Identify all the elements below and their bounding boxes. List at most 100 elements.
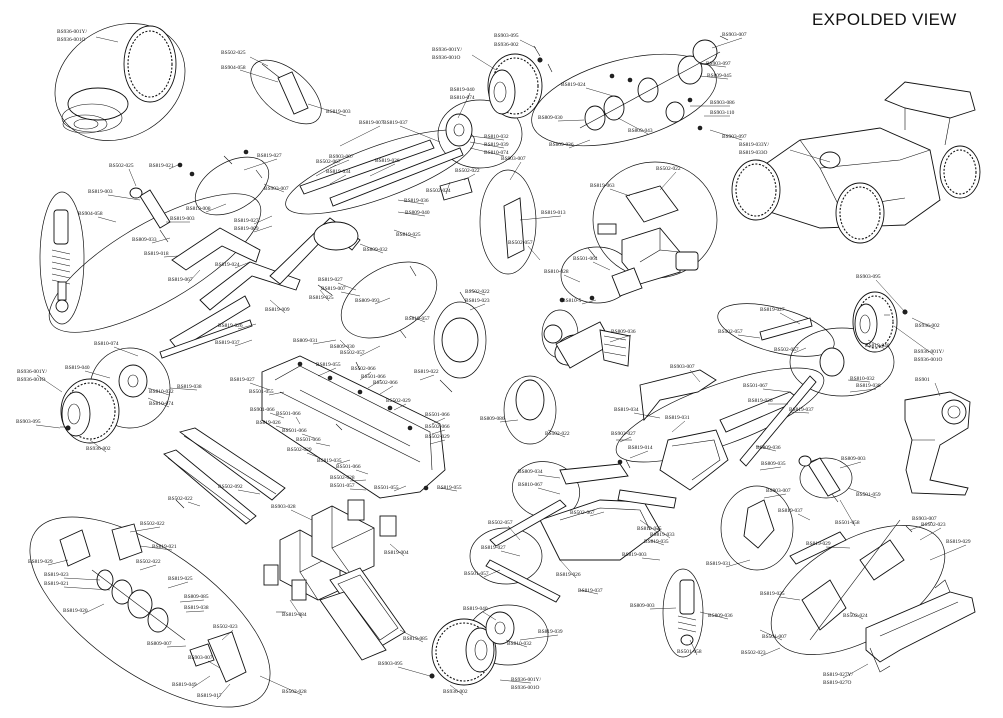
part-label: BS819-027 <box>760 307 785 313</box>
part-label: BS936-001Y/ <box>914 349 944 355</box>
part-label: BS936-002 <box>494 42 519 48</box>
part-label: BS903-028 <box>271 504 296 510</box>
part-label: BS809-040 <box>405 210 430 216</box>
assembled-buggy <box>731 81 981 244</box>
part-label: BS819-025 <box>396 232 421 238</box>
part-label: BS936-001Y/ <box>511 677 541 683</box>
part-label: BS819-026 <box>375 158 400 164</box>
part-label: BS819-008 <box>186 206 211 212</box>
shock-left <box>51 209 71 313</box>
part-label: BS809-043 <box>628 128 653 134</box>
part-label: BS502-022 <box>140 521 165 527</box>
part-label: BS819-055 <box>437 485 462 491</box>
servo-steering <box>439 177 545 421</box>
part-label: BS903-095 <box>494 33 519 39</box>
part-label: BS819-038 <box>184 605 209 611</box>
part-label: BS819-039 <box>484 142 509 148</box>
part-label: BS501-066 <box>276 411 301 417</box>
tire-top-center <box>487 53 543 119</box>
part-label: BS901 <box>915 377 930 383</box>
tire-right-middle <box>852 291 898 353</box>
part-label: BS819-035 <box>644 539 669 545</box>
part-label: BS819-036 <box>404 198 429 204</box>
part-label: BS810-032 <box>484 134 509 140</box>
part-label: BS819-031 <box>706 561 731 567</box>
part-label: BS819-039 <box>538 629 563 635</box>
part-label: BS502-025 <box>221 50 246 56</box>
part-label: BS501-066 <box>296 437 321 443</box>
part-label: BS501-057 <box>330 483 355 489</box>
part-label: BS819-024 <box>561 82 586 88</box>
part-label: BS810-074 <box>484 150 509 156</box>
part-label: BS810-074 <box>94 341 119 347</box>
part-label: BS903-086 <box>710 100 735 106</box>
part-label: BS819-004 <box>384 550 409 556</box>
tire-left-middle <box>60 378 120 444</box>
part-label: BS819-027Y/ <box>823 672 853 678</box>
part-label: BS819-040 <box>463 606 488 612</box>
part-label: BS936-001Y/ <box>57 29 87 35</box>
part-label: BS501-055 <box>374 485 399 491</box>
part-label: BS903-095 <box>856 274 881 280</box>
part-label: BS502-092 <box>218 484 243 490</box>
part-label: BS903-007 <box>766 488 791 494</box>
part-label: BS501-058 <box>835 520 860 526</box>
part-label: BS501-057 <box>464 571 489 577</box>
part-label: BS819-067 <box>168 277 193 283</box>
group-outlines <box>29 23 946 708</box>
part-label: BS502-057 <box>508 240 533 246</box>
part-label: BS819-029 <box>28 559 53 565</box>
part-label: BS809-036 <box>549 142 574 148</box>
right-linkage-cluster <box>743 499 905 641</box>
part-label: BS810-032 <box>850 376 875 382</box>
part-label: BS819-003 <box>170 216 195 222</box>
part-label: BS903-007 <box>264 186 289 192</box>
part-label: BS936-001O <box>914 357 943 363</box>
part-label: BS903-007 <box>188 655 213 661</box>
part-label: BS819-026 <box>218 323 243 329</box>
part-label: BS903-007 <box>722 32 747 38</box>
rear-arms-lower <box>485 463 677 603</box>
part-label: BS502-029 <box>386 398 411 404</box>
part-label: BS809-085 <box>184 594 209 600</box>
part-label: BS819-009 <box>234 226 259 232</box>
part-label: BS502-066 <box>425 424 450 430</box>
part-label: BS809-036 <box>756 445 781 451</box>
part-label: BS502-029 <box>425 434 450 440</box>
part-label: BS501-064 <box>573 256 598 262</box>
part-label: BS819-085 <box>403 636 428 642</box>
part-label: BS936-001Y/ <box>432 47 462 53</box>
part-label: BS819-027 <box>230 377 255 383</box>
part-label: BS501-066 <box>425 412 450 418</box>
part-label: BS501-007 <box>762 634 787 640</box>
part-label: BS819-027 <box>318 277 343 283</box>
part-label: BS819-049 <box>172 682 197 688</box>
part-label: BS903-095 <box>16 419 41 425</box>
part-label: BS501-066 <box>336 464 361 470</box>
part-label: BS502-066 <box>373 380 398 386</box>
part-label: BS819-033O <box>739 150 768 156</box>
part-label: BS809-003 <box>630 603 655 609</box>
transmitter <box>904 391 971 496</box>
part-label: BS819-024 <box>215 262 240 268</box>
part-label: BS819-027 <box>481 545 506 551</box>
part-label: BS810-028 <box>544 269 569 275</box>
part-label: BS502-028 <box>282 689 307 695</box>
part-label: BS819-033 <box>650 532 675 538</box>
tire-top-left <box>61 25 177 134</box>
part-label: BS819-037 <box>778 508 803 514</box>
part-label: BS903-027 <box>611 431 636 437</box>
part-label: BS819-034 <box>326 169 351 175</box>
part-label: BS936-001O <box>57 37 86 43</box>
part-label: BS819-017 <box>197 693 222 699</box>
part-label: BS936-001Y/ <box>17 369 47 375</box>
part-label: BS809-030 <box>330 344 355 350</box>
drive-shaft-upper <box>159 139 464 359</box>
part-label: BS810-067 <box>518 482 543 488</box>
part-label: BS809-035 <box>761 461 786 467</box>
part-label: BS819-040 <box>65 365 90 371</box>
part-label: BS809-003 <box>841 456 866 462</box>
part-label: BS809-031 <box>293 338 318 344</box>
part-label: BS819-035 <box>317 458 342 464</box>
